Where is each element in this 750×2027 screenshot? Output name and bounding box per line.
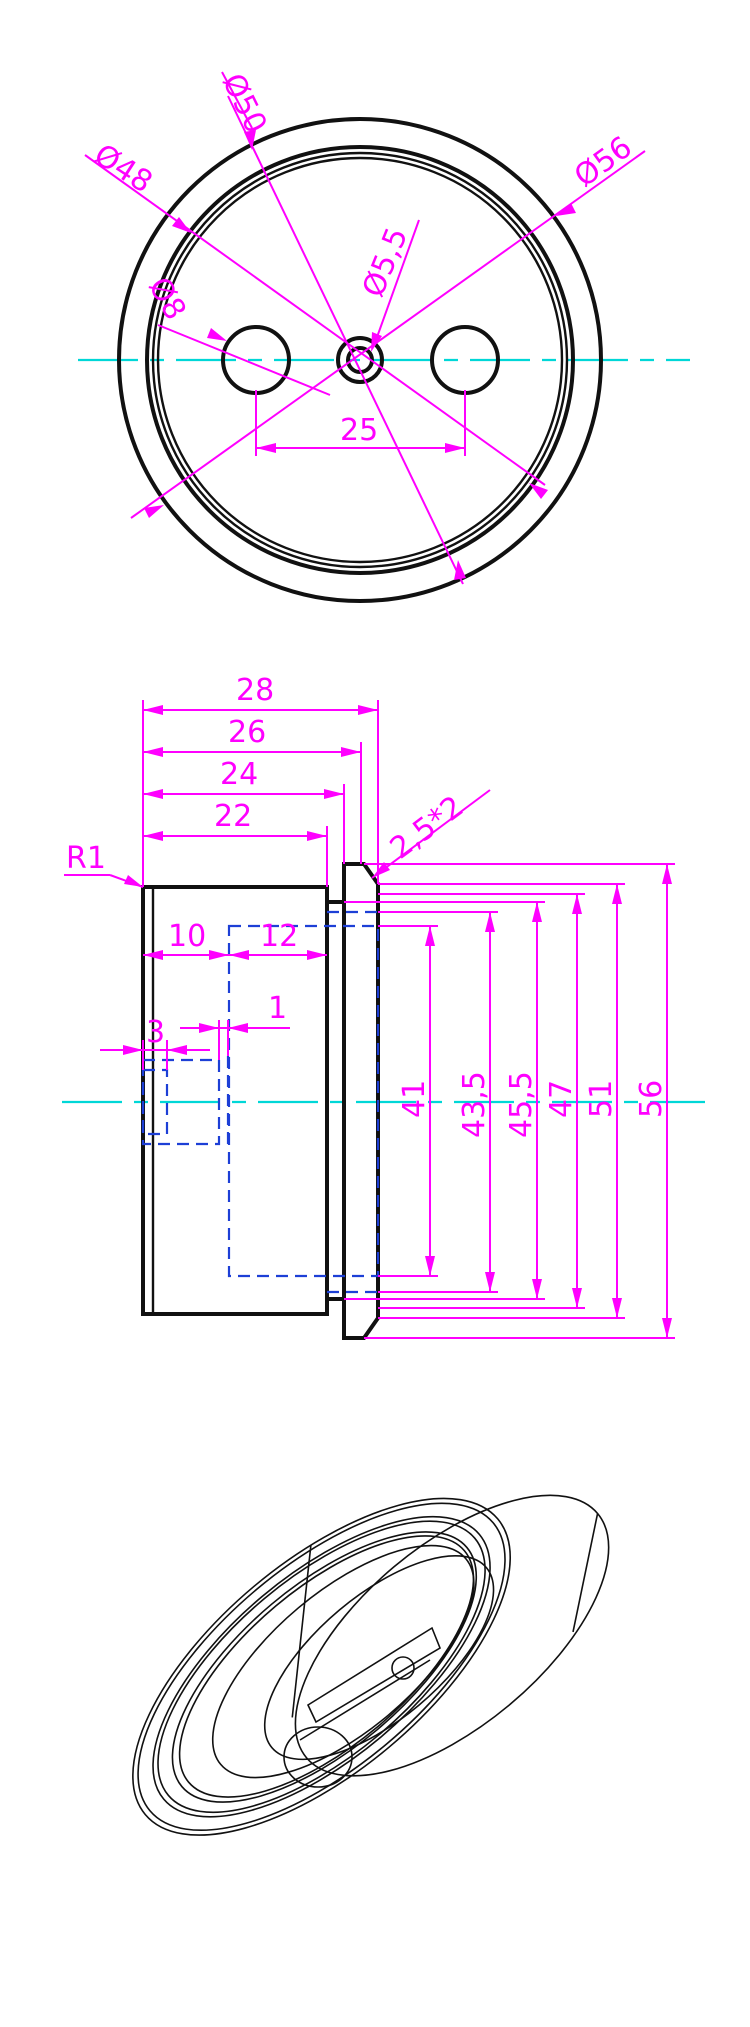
dim-28-arrow-right — [358, 705, 378, 715]
d50-arrow-top — [244, 130, 256, 150]
dim-28-arrow-left — [143, 705, 163, 715]
dim-43-5-label: 43,5 — [457, 1071, 492, 1138]
dim-26-arrow-right — [341, 747, 361, 757]
iso-neck-ring — [171, 1531, 478, 1803]
dim-56-label: 56 — [634, 1080, 669, 1118]
dim-41-arrow-bottom — [425, 1256, 435, 1276]
d5-5-label: Ø5,5 — [356, 223, 415, 302]
dim-25-arrow-left — [256, 443, 276, 453]
dim-25-arrow-right — [445, 443, 465, 453]
dim-47-arrow-bottom — [572, 1288, 582, 1308]
iso-back-rim — [294, 1494, 610, 1777]
d50-arrow-bottom — [454, 560, 466, 580]
d50-label: Ø50 — [215, 68, 274, 139]
dim-10-label: 10 — [168, 919, 206, 954]
dim-26-arrow-left — [143, 747, 163, 757]
dim-45-5-arrow-bottom — [532, 1279, 542, 1299]
top-view: Ø50 Ø48 Ø56 Ø5,5 Ø8 25 — [78, 68, 690, 603]
d5-5-leader — [375, 219, 420, 341]
iso-flange-inner-2 — [157, 1520, 486, 1814]
dim-24-label: 24 — [220, 757, 258, 792]
circle-d48-inner — [156, 156, 564, 564]
dim-41-arrow-top — [425, 926, 435, 946]
chamfer-arrow — [372, 862, 390, 878]
d48-arrow-right — [529, 483, 548, 499]
dim-3-label: 3 — [146, 1015, 165, 1050]
dim-28-label: 28 — [236, 673, 274, 708]
dim-12-label: 12 — [260, 919, 298, 954]
dim-24-arrow-left — [143, 789, 163, 799]
dim-24-arrow-right — [324, 789, 344, 799]
dim-12-arrow-left — [229, 950, 249, 960]
outer-circle-d56 — [117, 117, 603, 603]
iso-floor — [263, 1555, 495, 1761]
dim-1-arrow-left — [199, 1023, 219, 1033]
iso-flange-outer-2 — [137, 1502, 506, 1832]
iso-hole-large — [283, 1726, 353, 1788]
d48-arrow-left — [172, 217, 191, 233]
dim-3-arrow-left — [123, 1045, 143, 1055]
hidden-hole — [141, 1058, 221, 1146]
d8-label: Ø8 — [141, 272, 193, 326]
d56-label: Ø56 — [568, 130, 639, 195]
isometric-view — [132, 1494, 610, 1836]
dim-10-arrow-right — [209, 950, 229, 960]
dim-45-5-label: 45,5 — [504, 1071, 539, 1138]
d5-5-arrow — [371, 332, 382, 352]
d50-leader — [221, 71, 253, 129]
dim-3-arrow-right — [167, 1045, 187, 1055]
dim-26-label: 26 — [228, 715, 266, 750]
d56-dimension-line — [130, 150, 646, 519]
dim-47-label: 47 — [544, 1080, 579, 1118]
dim-10-arrow-left — [143, 950, 163, 960]
iso-neck-ring-2 — [178, 1535, 475, 1798]
dim-22-label: 22 — [214, 799, 252, 834]
dim-1-arrow-right — [228, 1023, 248, 1033]
iso-flange-outer — [132, 1497, 512, 1836]
vertical-dims: 41 43,5 45,5 47 — [344, 863, 675, 1339]
chamfer-label: 2,5*2 — [384, 789, 470, 866]
dim-51-label: 51 — [584, 1080, 619, 1118]
iso-flange-inner — [152, 1515, 491, 1818]
dim-51-arrow-top — [612, 884, 622, 904]
d8-leader — [157, 324, 331, 396]
iso-hole-small — [391, 1656, 415, 1680]
r1-arrow — [124, 875, 143, 887]
dim-22-arrow-right — [307, 831, 327, 841]
dim-43-5-arrow-top — [485, 912, 495, 932]
dim-25-label: 25 — [340, 413, 378, 448]
d8-arrow — [207, 328, 227, 341]
neck-outline — [325, 900, 346, 1301]
d48-label: Ø48 — [88, 137, 159, 200]
side-view: 28 26 24 22 2,5*2 R1 10 12 — [62, 673, 705, 1340]
dim-22-arrow-left — [143, 831, 163, 841]
dim-47-arrow-top — [572, 894, 582, 914]
center-hole-outer — [336, 336, 384, 384]
d48-dimension-line — [84, 154, 546, 486]
dim-12-arrow-right — [307, 950, 327, 960]
dim-41-label: 41 — [397, 1080, 432, 1118]
iso-body-side-top — [291, 1545, 312, 1718]
dim-1-label: 1 — [268, 991, 287, 1026]
d56-arrow-right — [556, 203, 576, 216]
r1-label: R1 — [66, 841, 106, 876]
dim-45-5-arrow-top — [532, 902, 542, 922]
iso-body-side-bottom — [572, 1513, 599, 1633]
dim-43-5-arrow-bottom — [485, 1272, 495, 1292]
iso-floor-features — [283, 1626, 441, 1788]
dim-51-arrow-bottom — [612, 1298, 622, 1318]
d50-dimension-line — [227, 95, 464, 585]
d56-arrow-left — [144, 505, 164, 518]
dim-56-arrow-top — [662, 864, 672, 884]
iso-slot-top — [306, 1626, 441, 1724]
iso-inner-bore — [211, 1544, 475, 1779]
dim-56-arrow-bottom — [662, 1318, 672, 1338]
circle-d50 — [145, 145, 575, 575]
circle-d48-outer — [151, 151, 569, 569]
